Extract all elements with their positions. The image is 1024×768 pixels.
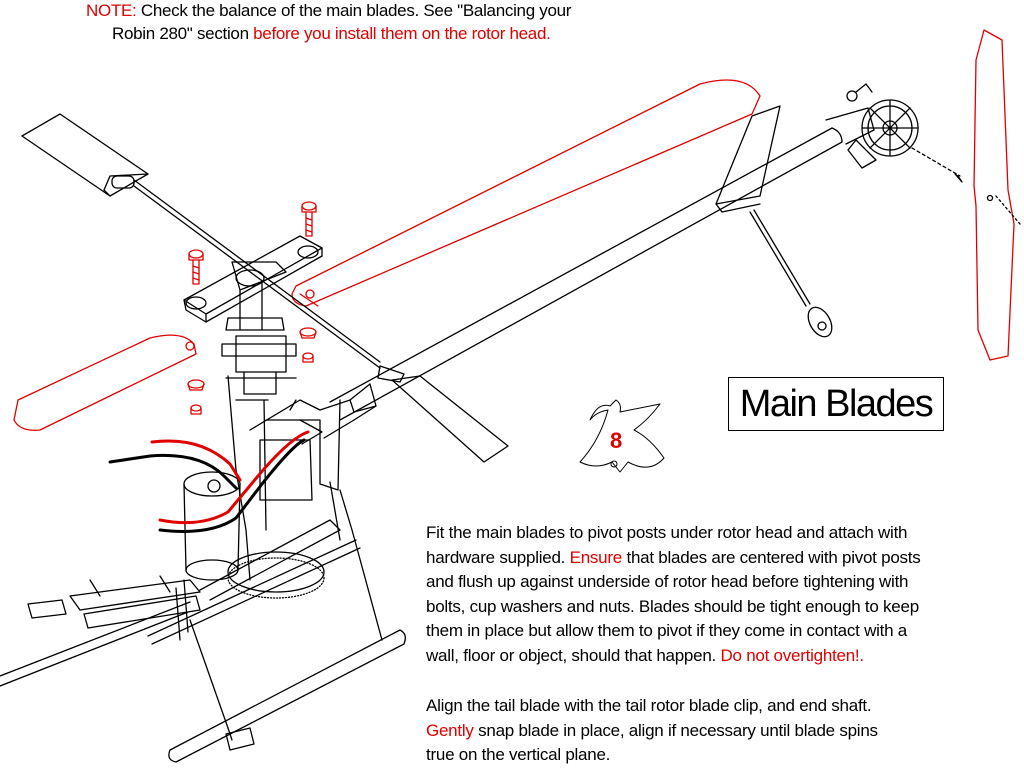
note-line-2: Robin 280" section before you install th… <box>112 23 551 45</box>
instruction-text: Fit the main blades to pivot posts under… <box>426 523 908 542</box>
rotor-head <box>183 235 323 395</box>
instruction-text: hardware supplied. <box>426 547 570 567</box>
instruction-line: true on the vertical plane. <box>426 743 1016 768</box>
instruction-text: them in place but allow them to pivot if… <box>426 621 907 640</box>
instruction-line: Fit the main blades to pivot posts under… <box>426 521 1016 546</box>
note-text-2: Robin 280" section <box>112 24 254 43</box>
main-frame <box>227 375 377 581</box>
tail-boom <box>329 107 875 421</box>
instruction-text: wall, floor or object, should that happe… <box>426 645 721 665</box>
instruction-line: them in place but allow them to pivot if… <box>426 619 1016 644</box>
instruction-text: Align the tail blade with the tail rotor… <box>426 696 872 715</box>
note-line-1: NOTE: Check the balance of the main blad… <box>86 0 571 22</box>
bird-logo <box>579 399 665 473</box>
tail-rotor-blade <box>973 29 1021 361</box>
instruction-text: snap blade in place, align if necessary … <box>473 720 878 740</box>
motor-wires <box>108 430 310 533</box>
page-number: 8 <box>610 428 623 453</box>
bolt-1 <box>301 201 317 237</box>
main-gear <box>227 551 325 599</box>
instruction-line: bolts, cup washers and nuts. Blades shou… <box>426 595 1016 620</box>
instruction-warning: Do not overtighten!. <box>720 645 865 665</box>
main-blade-upper <box>291 79 761 307</box>
note-text-1: Check the balance of the main blades. Se… <box>136 1 572 20</box>
instructions-paragraph-1: Fit the main blades to pivot posts under… <box>426 521 1016 668</box>
instruction-text: bolts, cup washers and nuts. Blades shou… <box>426 596 919 616</box>
vertical-fin <box>715 105 833 338</box>
landing-skids <box>0 481 406 763</box>
bolt-2 <box>188 249 204 285</box>
instruction-text: and flush up against underside of rotor … <box>426 572 909 591</box>
blade-bolts <box>188 201 317 285</box>
instruction-line: wall, floor or object, should that happe… <box>426 644 1016 669</box>
note-warning: before you install them on the rotor hea… <box>253 24 551 43</box>
main-blade-lower <box>13 334 197 431</box>
flybar-paddle-right <box>377 365 509 463</box>
cup-washers-nuts <box>187 327 317 415</box>
instruction-line: Gently snap blade in place, align if nec… <box>426 719 1016 744</box>
instructions-paragraph-2: Align the tail blade with the tail rotor… <box>426 694 1016 768</box>
tail-rotor-gearbox <box>846 83 963 183</box>
instruction-emphasis: Gently <box>426 720 474 740</box>
section-title: Main Blades <box>728 377 944 431</box>
note-label: NOTE: <box>86 1 137 20</box>
instruction-text: true on the vertical plane. <box>426 745 611 764</box>
title-text: Main Blades <box>739 382 934 425</box>
instruction-line: and flush up against underside of rotor … <box>426 570 1016 595</box>
instruction-line: hardware supplied. Ensure that blades ar… <box>426 546 1016 571</box>
instruction-emphasis: Ensure <box>569 547 623 567</box>
flybar-paddle-left <box>21 113 381 369</box>
instruction-line: Align the tail blade with the tail rotor… <box>426 694 1016 719</box>
instruction-text: that blades are centered with pivot post… <box>622 547 921 567</box>
